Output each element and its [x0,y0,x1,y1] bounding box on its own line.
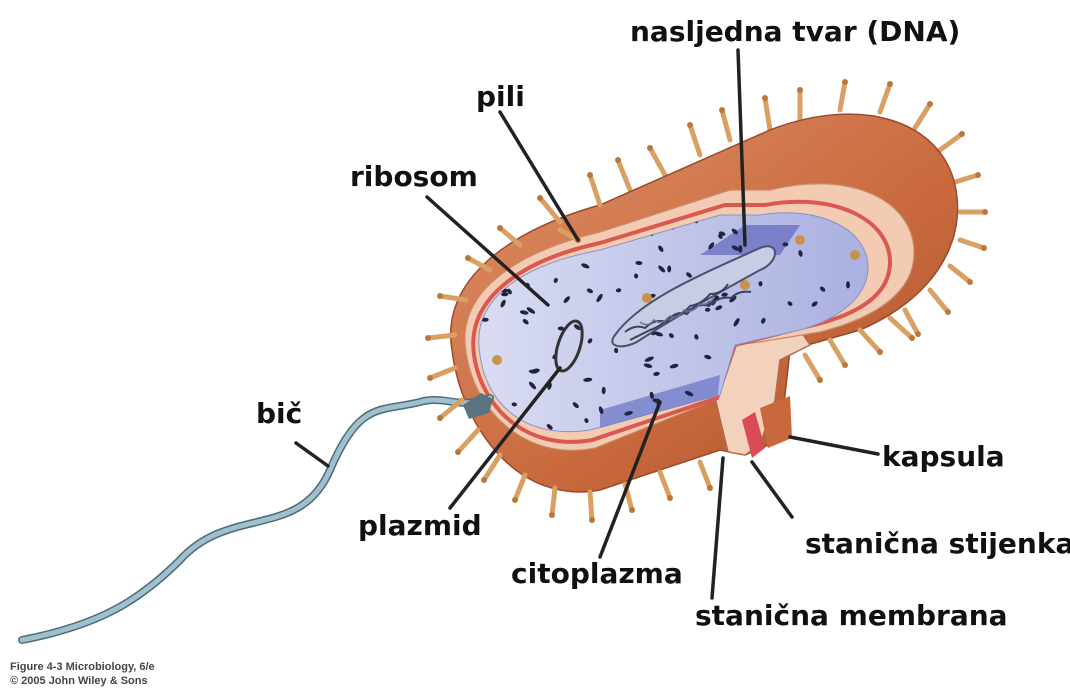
pilus-tip [967,279,973,285]
pilus-tip [481,477,487,483]
ribosome-dot [847,342,854,350]
ribosome-dot [818,416,826,421]
storage-granule [642,293,652,303]
storage-granule [492,355,502,365]
label-cell-wall: stanična stijenka [805,530,1070,558]
label-capsule: kapsula [882,443,1005,471]
pilus-tip [945,309,951,315]
pilus [515,475,525,500]
label-flagellum: bič [256,400,302,428]
pilus-tip [427,375,433,381]
pilus-tip [842,362,848,368]
pilus [700,462,710,488]
pilus-tip [909,335,915,341]
pilus-tip [587,172,593,178]
ribosome-dot [820,356,828,364]
figure-credit-line2: © 2005 John Wiley & Sons [10,675,148,687]
pilus-tip [817,377,823,383]
pilus-tip [615,157,621,163]
pilus-tip [975,172,981,178]
label-cytoplasm: citoplazma [511,560,683,588]
pilus [428,335,455,338]
pilus-tip [497,225,503,231]
label-plasmid: plazmid [358,512,482,540]
pilus-tip [887,81,893,87]
leader-pili [500,112,578,240]
pilus [940,134,962,150]
ribosome-dot [803,374,812,380]
pilus-tip [437,415,443,421]
ribosome-dot [797,371,802,379]
pilus-tip [455,449,461,455]
pilus-tip [465,255,471,261]
pilus [540,198,560,222]
storage-granule [850,250,860,260]
pilus-tip [425,335,431,341]
pilus [590,175,600,205]
leader-cell-membrane [712,458,723,598]
pilus [840,82,845,110]
pilus [960,240,984,248]
pilus-tip [647,145,653,151]
pilus-tip [537,195,543,201]
pilus [690,125,700,155]
ribosome-dot [847,382,857,391]
storage-granule [795,235,805,245]
pilus-tip [687,122,693,128]
pilus [500,228,520,245]
leader-cell-wall [752,462,792,517]
figure-credit-line1: Figure 4-3 Microbiology, 6/e [10,661,155,673]
pilus [430,368,455,378]
ribosome-dot [834,395,841,405]
storage-granule [740,280,750,290]
pilus [880,84,890,112]
pilus [930,290,948,312]
pilus [830,340,845,365]
pilus-tip [842,79,848,85]
pilus [860,330,880,352]
pilus [955,175,978,182]
pilus-tip [981,245,987,251]
pilus [660,472,670,498]
pilus [618,160,630,190]
pilus [950,266,970,282]
pilus [590,492,592,520]
pilus-tip [629,507,635,513]
pilus-tip [982,209,988,215]
pilus-tip [707,485,713,491]
ribosome-dot [783,242,789,246]
pilus-tip [512,497,518,503]
pilus-tip [762,95,768,101]
label-pili: pili [476,83,525,111]
pilus-tip [797,87,803,93]
pilus [915,104,930,128]
pilus [765,98,770,130]
pilus-tip [437,293,443,299]
leader-capsule [790,437,878,454]
pilus-tip [877,349,883,355]
pilus-tip [915,331,921,337]
pilus-tip [667,495,673,501]
ribosome-dot [490,244,498,253]
leader-flagellum [296,443,328,466]
pilus [650,148,665,175]
pilus [458,430,478,452]
pilus [484,455,500,480]
pilus-tip [959,131,965,137]
pilus-tip [719,107,725,113]
label-cell-membrane: stanična membrana [695,602,1008,630]
pilus [805,355,820,380]
pilus [552,488,555,515]
pilus-tip [549,512,555,518]
pilus-tip [927,101,933,107]
label-dna: nasljedna tvar (DNA) [630,18,960,46]
pilus [722,110,730,140]
label-ribosome: ribosom [350,163,478,191]
pilus-tip [589,517,595,523]
